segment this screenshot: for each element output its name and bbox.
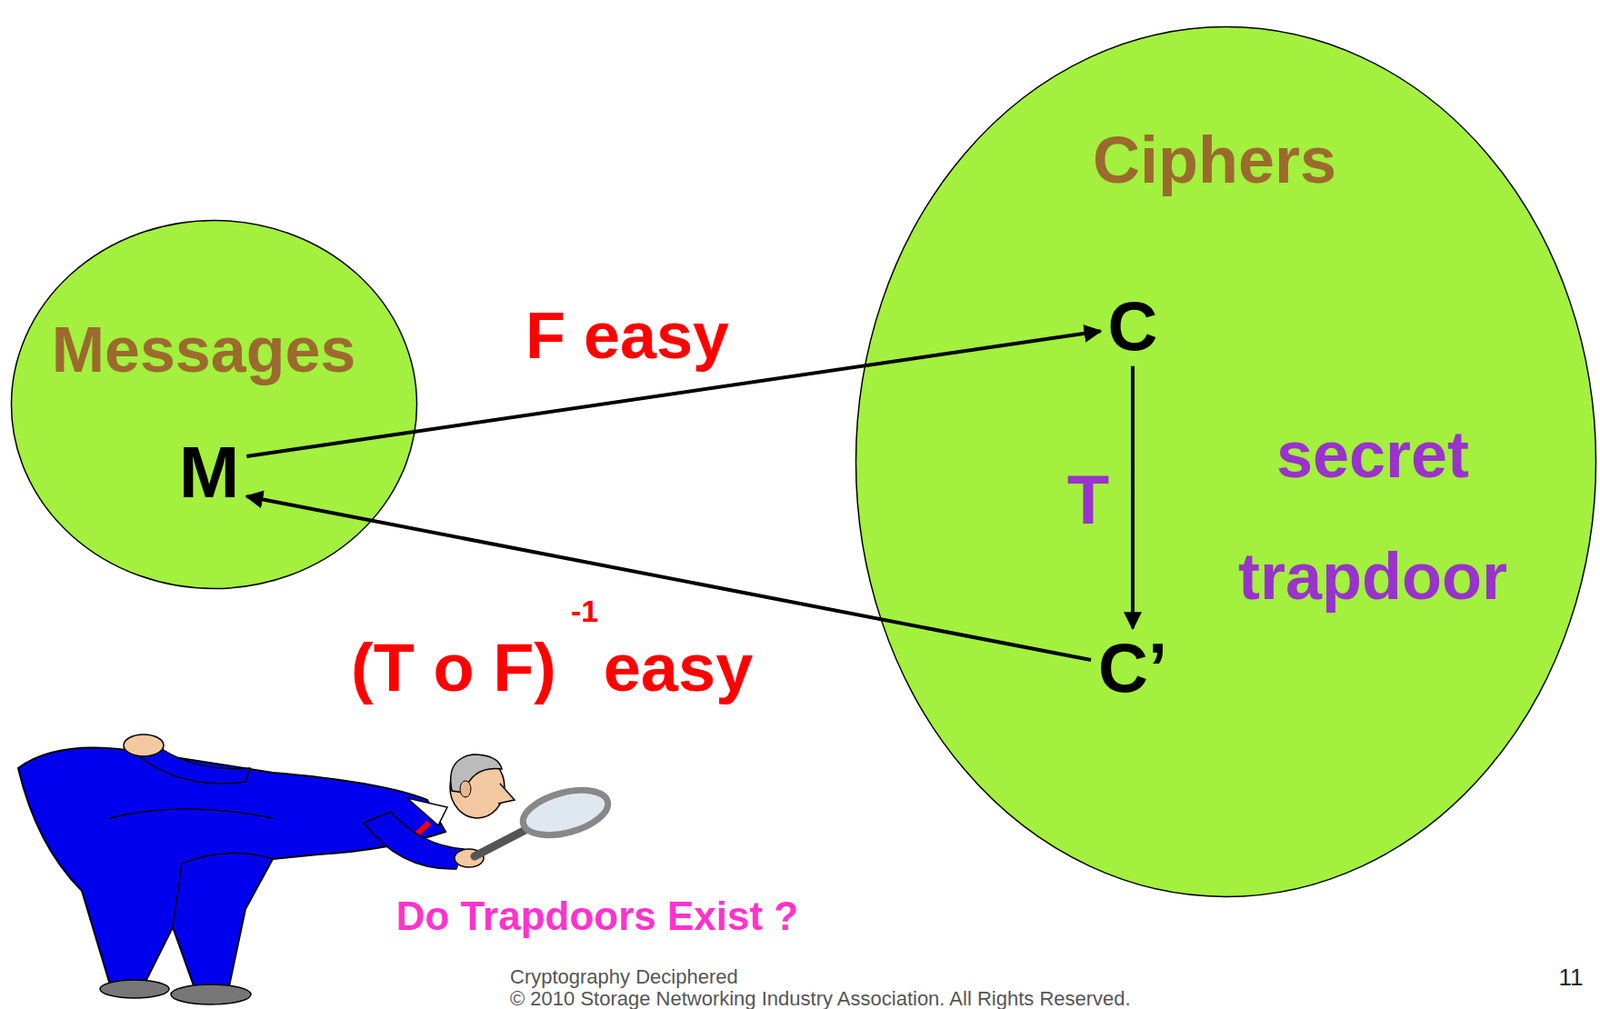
trapdoor-note: secret trapdoor — [1218, 393, 1528, 638]
hand — [123, 734, 164, 757]
cipher-symbol: C — [1108, 288, 1159, 365]
edge-label: F easy — [525, 300, 730, 372]
page-number: 11 — [1559, 964, 1584, 991]
message-node: M — [171, 430, 248, 515]
man-body — [18, 748, 446, 992]
arrow-connector — [1130, 366, 1135, 629]
function-label: easy — [603, 630, 754, 705]
messages-circle: MessagesM — [10, 219, 419, 590]
hair — [450, 754, 502, 793]
label-holder: (T o F) — [350, 630, 557, 705]
cipher-node: C’ — [1090, 628, 1175, 709]
suit-fold — [109, 809, 273, 928]
footer-title: Cryptography Deciphered — [510, 966, 739, 989]
label-holder: Do Trapdoors Exist ? — [396, 894, 800, 939]
text-holder: Messages — [51, 315, 357, 386]
cipher-node: C — [1100, 286, 1166, 367]
cipher-symbol: C’ — [1098, 630, 1168, 707]
ellipse-outline — [10, 219, 419, 590]
label-holder: T — [1067, 461, 1110, 539]
label-holder: 11 — [1559, 964, 1584, 991]
set-label: Messages — [51, 315, 357, 386]
label-holder: F easy — [525, 300, 730, 372]
set-label: Ciphers — [1092, 124, 1337, 197]
label-holder: -1 — [570, 594, 599, 629]
label-holder: easy — [603, 630, 754, 705]
shoe — [100, 980, 170, 999]
edge-label: T — [1067, 461, 1110, 539]
nose — [498, 783, 515, 804]
front-arm — [363, 811, 464, 870]
exponent: -1 — [570, 594, 599, 629]
text-holder: Ciphers — [1092, 124, 1337, 197]
shoe — [170, 984, 251, 1005]
question-caption: Do Trapdoors Exist ? — [396, 894, 800, 939]
label-holder: Cryptography Deciphered — [510, 966, 739, 989]
ellipse-shape — [856, 27, 1597, 898]
label-holder: © 2010 Storage Networking Industry Assoc… — [510, 988, 1131, 1009]
magnifier-handle — [474, 830, 526, 857]
ellipse-shape — [11, 220, 418, 590]
ear — [460, 780, 471, 798]
edge-label: (T o F) — [350, 630, 557, 705]
copyright-note: © 2010 Storage Networking Industry Assoc… — [510, 988, 1131, 1009]
magnifier-lens — [518, 781, 613, 843]
text-holder: secret trapdoor — [1218, 393, 1528, 638]
ciphers-ellipse: Ciphers secret trapdoor C C’ — [854, 25, 1598, 899]
message-symbol: M — [179, 432, 240, 513]
